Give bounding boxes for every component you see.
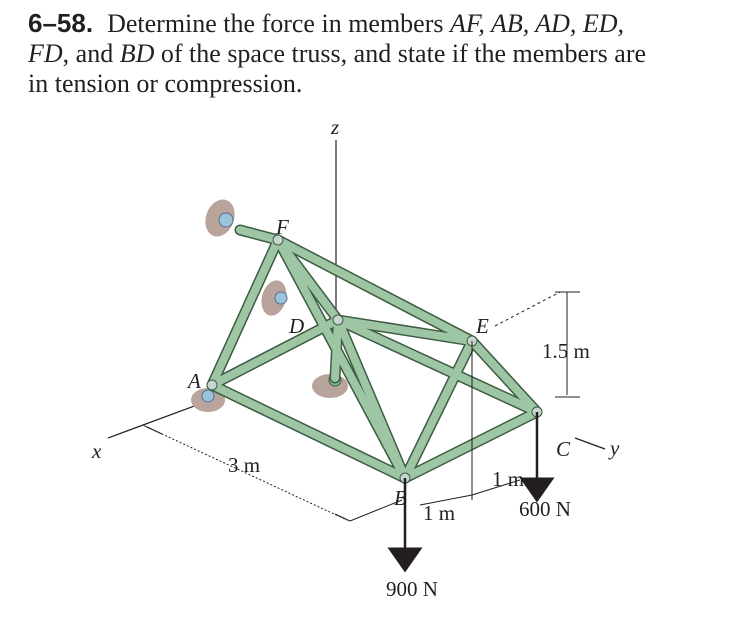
- member-f-support: [236, 226, 282, 244]
- x-axis-label: x: [91, 439, 102, 463]
- members-list-1: AF, AB, AD, ED,: [450, 9, 625, 38]
- problem-line-3: in tension or compression.: [28, 69, 728, 99]
- label-b: B: [394, 486, 407, 510]
- problem-number: 6–58.: [28, 8, 94, 38]
- label-e: E: [475, 314, 489, 338]
- joint-d: [332, 314, 344, 326]
- support-d: [261, 280, 288, 316]
- load-c-label: 600 N: [519, 497, 571, 521]
- truss-members: [206, 224, 543, 484]
- dim-1m-left: 1 m: [423, 501, 455, 525]
- label-f: F: [275, 215, 289, 239]
- and-text: , and: [62, 39, 120, 68]
- support-a: [191, 388, 225, 412]
- member-bd: [334, 316, 409, 482]
- problem-text-1: Determine the force in members: [107, 9, 450, 38]
- member-ad: [208, 316, 342, 389]
- supports: [191, 199, 348, 412]
- y-axis-label: y: [608, 436, 620, 460]
- member-ec: [468, 337, 541, 416]
- member-bd: BD: [119, 39, 155, 68]
- member-fe: [274, 236, 476, 345]
- member-bc: [401, 408, 541, 482]
- problem-line-1: 6–58. Determine the force in members AF, …: [28, 8, 728, 39]
- member-af: [208, 236, 282, 389]
- dimension-lines: [143, 291, 580, 522]
- label-a: A: [186, 369, 201, 393]
- member-ed: [334, 316, 476, 345]
- member-fb: [274, 236, 409, 482]
- problem-statement: 6–58. Determine the force in members AF, …: [28, 8, 728, 99]
- joint-a: [206, 379, 218, 391]
- member-eb: [401, 337, 476, 482]
- support-top: [205, 199, 235, 237]
- dim-3m: 3 m: [228, 453, 260, 477]
- y-axis: [574, 437, 606, 450]
- dim-1m-right: 1 m: [492, 467, 524, 491]
- problem-line-2: FD, and BD of the space truss, and state…: [28, 39, 728, 69]
- dim-1-5m: 1.5 m: [542, 339, 590, 363]
- label-d: D: [288, 314, 304, 338]
- z-axis-label: z: [330, 115, 339, 139]
- coordinate-axes: [107, 140, 606, 450]
- label-c: C: [556, 437, 571, 461]
- x-axis: [107, 401, 206, 439]
- load-b-label: 900 N: [386, 577, 438, 601]
- joint-f: [272, 234, 284, 246]
- member-d-support: [331, 316, 342, 382]
- member-fd: FD: [28, 39, 63, 68]
- problem-text-3: in tension or compression.: [28, 69, 303, 98]
- member-ab: [208, 381, 409, 482]
- problem-text-2: of the space truss, and state if the mem…: [154, 39, 647, 68]
- member-dc: [334, 316, 541, 416]
- loads: [387, 412, 555, 573]
